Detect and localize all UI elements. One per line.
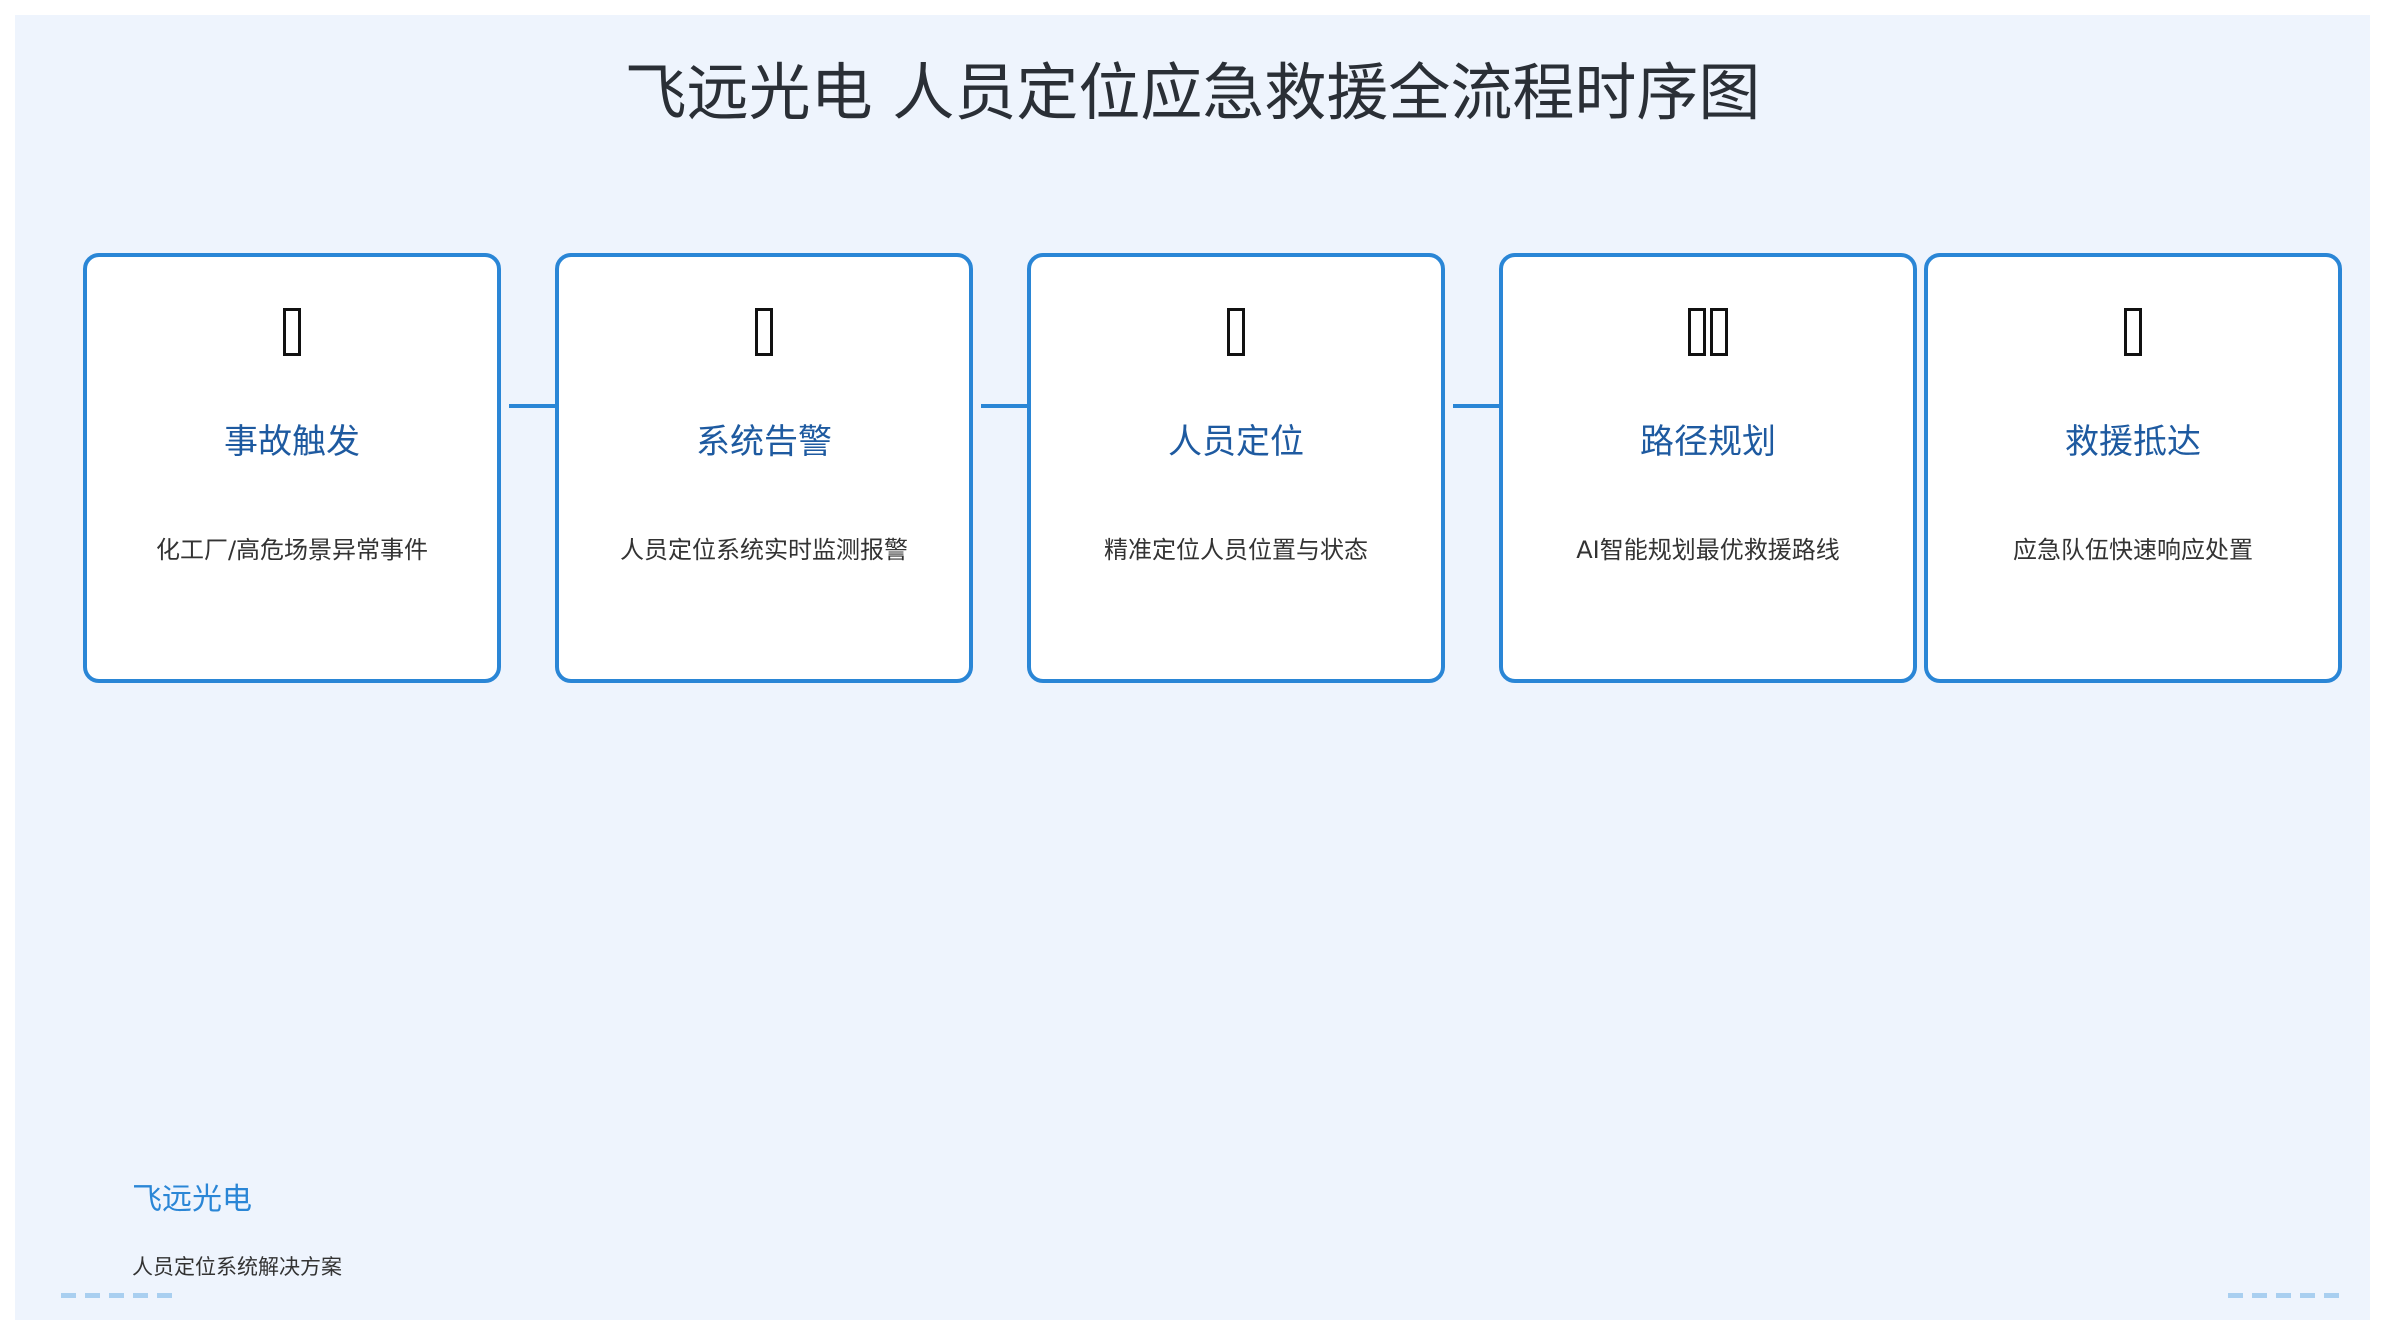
decor-dash [2276, 1293, 2291, 1298]
step-title: 救援抵达 [2065, 422, 2201, 462]
connector-line-1-2 [509, 404, 561, 408]
decor-dash [2300, 1293, 2315, 1298]
step-card-route-planning: 路径规划 AI智能规划最优救援路线 [1499, 253, 1917, 683]
tofu-glyph-icon [2124, 308, 2142, 356]
step-card-rescue-arrival: 救援抵达 应急队伍快速响应处置 [1924, 253, 2342, 683]
step-icon-route-planning [1503, 297, 1913, 367]
decor-dash [2228, 1293, 2243, 1298]
step-icon-system-alarm [559, 297, 969, 367]
step-title: 系统告警 [696, 422, 832, 462]
step-icon-rescue-arrival [1928, 297, 2338, 367]
step-card-accident-trigger: 事故触发 化工厂/高危场景异常事件 [83, 253, 501, 683]
decor-dash [133, 1293, 148, 1298]
step-description: AI智能规划最优救援路线 [1576, 536, 1840, 564]
decor-dashes-left [61, 1293, 172, 1298]
step-title: 事故触发 [224, 422, 360, 462]
step-description: 化工厂/高危场景异常事件 [155, 536, 429, 564]
decor-dashes-right [2228, 1293, 2339, 1298]
slide-canvas: 飞远光电 人员定位应急救援全流程时序图 事故触发 化工厂/高危场景异常事件 系统… [15, 15, 2370, 1320]
footer-subtitle: 人员定位系统解决方案 [132, 1255, 342, 1279]
step-icon-personnel-location [1031, 297, 1441, 367]
decor-dash [157, 1293, 172, 1298]
tofu-glyph-icon [1688, 308, 1706, 356]
connector-line-3-4 [1453, 404, 1505, 408]
step-card-personnel-location: 人员定位 精准定位人员位置与状态 [1027, 253, 1445, 683]
step-title: 人员定位 [1168, 422, 1304, 462]
tofu-glyph-icon [1227, 308, 1245, 356]
step-title: 路径规划 [1640, 422, 1776, 462]
footer-brand: 飞远光电 [132, 1182, 252, 1217]
connector-line-2-3 [981, 404, 1033, 408]
tofu-glyph-icon [283, 308, 301, 356]
decor-dash [109, 1293, 124, 1298]
step-description: 精准定位人员位置与状态 [1104, 536, 1368, 564]
tofu-glyph-icon [1710, 308, 1728, 356]
step-card-system-alarm: 系统告警 人员定位系统实时监测报警 [555, 253, 973, 683]
decor-dash [85, 1293, 100, 1298]
step-description: 人员定位系统实时监测报警 [620, 536, 908, 564]
tofu-glyph-icon [755, 308, 773, 356]
page-title: 飞远光电 人员定位应急救援全流程时序图 [624, 56, 1761, 129]
step-icon-accident-trigger [87, 297, 497, 367]
decor-dash [2324, 1293, 2339, 1298]
decor-dash [61, 1293, 76, 1298]
step-description: 应急队伍快速响应处置 [2013, 536, 2253, 564]
decor-dash [2252, 1293, 2267, 1298]
